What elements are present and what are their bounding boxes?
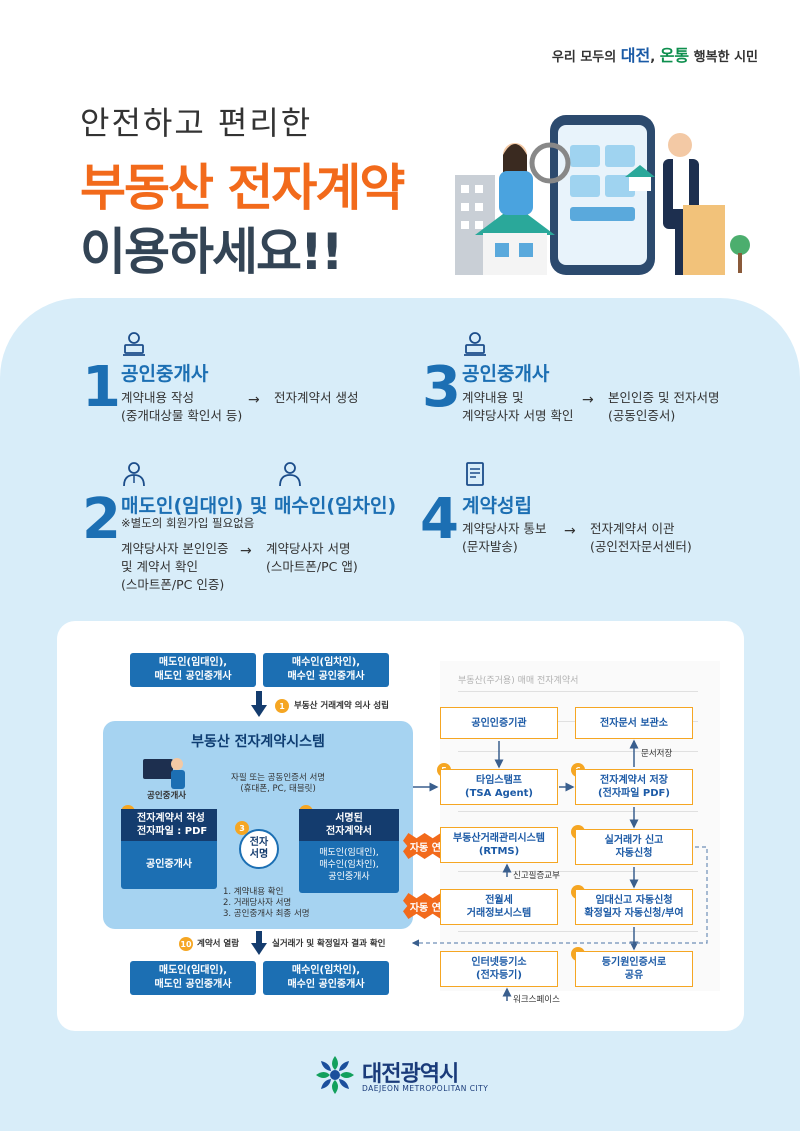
rtms-note: 신고필증교부 xyxy=(513,871,560,881)
registry-share-box: 등기원인증서로 공유 xyxy=(575,951,693,987)
system-title: 부동산 전자계약시스템 xyxy=(191,734,325,750)
slogan-daejeon: 대전 xyxy=(620,46,651,65)
hero-title: 부동산 전자계약 xyxy=(80,159,405,217)
hero-title-2: 이용하세요!! xyxy=(80,223,344,281)
step-title: 매도인(임대인) 및 매수인(임차인) xyxy=(121,495,397,517)
arrow-down-icon xyxy=(251,691,267,717)
slogan-ontong: 온통 xyxy=(659,46,690,65)
step-left-line-3: (스마트폰/PC 인증) xyxy=(121,577,225,592)
seller-person-icon xyxy=(123,462,145,487)
logo-subtext: DAEJEON METROPOLITAN CITY xyxy=(362,1084,489,1093)
arrow-right-icon: → xyxy=(248,392,260,408)
rent-info-box: 전월세 거래정보시스템 xyxy=(440,889,558,925)
rtms-box: 부동산거래관리시스템 (RTMS) xyxy=(440,827,558,863)
contract-draft-head: 전자계약서 작성 전자파일 : PDF xyxy=(121,809,217,841)
agent-laptop-icon xyxy=(123,332,145,356)
badge-10: 10 xyxy=(179,937,193,951)
top-seller-box: 매도인(임대인), 매도인 공인중개사 xyxy=(130,653,256,687)
step-number: 3 xyxy=(422,355,461,420)
slogan: 우리 모두의 대전, 온통 행복한 시민 xyxy=(552,42,758,66)
step-number: 4 xyxy=(420,487,459,552)
arrow-down-icon xyxy=(251,931,267,955)
sign-note: 자필 또는 공동인증서 서명 (휴대폰, PC, 태블릿) xyxy=(231,773,326,794)
arrow-right-icon: → xyxy=(582,392,594,408)
step-left-line-1: 계약당사자 통보 xyxy=(462,521,547,536)
daejeon-emblem-icon xyxy=(316,1056,354,1094)
archive-note: 문서저장 xyxy=(641,749,673,759)
step-left-line-2: (문자발송) xyxy=(462,539,518,554)
auth-agency-box: 공인인증기관 xyxy=(440,707,558,739)
archive-box: 전자문서 보관소 xyxy=(575,707,693,739)
slogan-mid: , xyxy=(650,50,660,65)
contract-draft-box: 전자계약서 작성 전자파일 : PDF 공인중개사 xyxy=(121,809,217,889)
step-right-line-2: (공동인증서) xyxy=(608,408,676,423)
step1-label: 부동산 거래계약 의사 성립 xyxy=(294,701,389,711)
step-right-line-1: 전자계약서 생성 xyxy=(274,390,359,405)
contract-document-icon xyxy=(466,462,484,486)
step-title: 공인중개사 xyxy=(121,363,209,385)
arrow-right-icon: → xyxy=(564,523,576,539)
agent-laptop-icon xyxy=(464,332,486,356)
step-title: 계약성립 xyxy=(462,495,532,517)
bottom-buyer-box: 매수인(임차인), 매수인 공인중개사 xyxy=(263,961,389,995)
result-label: 실거래가 및 확정일자 결과 확인 xyxy=(272,939,386,949)
agent-computer-icon xyxy=(143,758,185,789)
step-right-line-1: 전자계약서 이관 xyxy=(590,521,675,536)
save-contract-box: 전자계약서 저장 (전자파일 PDF) xyxy=(575,769,693,805)
step-left-line-2: 계약당사자 서명 확인 xyxy=(462,408,574,423)
step-left-line-2: (중개대상물 확인서 등) xyxy=(121,408,243,423)
arrow-right-icon: → xyxy=(240,543,252,559)
contract-draft-body: 공인중개사 xyxy=(146,859,192,870)
step-left-line-1: 계약내용 및 xyxy=(462,390,524,405)
tsa-box: 타임스탬프 (TSA Agent) xyxy=(440,769,558,805)
checks-list: 1. 계약내용 확인 2. 거래당사자 서명 3. 공인중개사 최종 서명 xyxy=(223,887,310,919)
badge-3: 3 xyxy=(235,821,249,835)
e-sign-circle: 전자 서명 xyxy=(239,829,279,869)
step-right-line-2: (스마트폰/PC 앱) xyxy=(266,559,358,574)
step-right-line-2: (공인전자문서센터) xyxy=(590,539,692,554)
lease-report-box: 임대신고 자동신청 확정일자 자동신청/부여 xyxy=(575,889,693,925)
iros-note: 워크스페이스 xyxy=(513,995,560,1005)
e-contract-system-box: 부동산 전자계약시스템 공인중개사 자필 또는 공동인증서 서명 (휴대폰, P… xyxy=(103,721,413,929)
signed-contract-body: 매도인(임대인), 매수인(임차인), 공인중개사 xyxy=(319,848,379,882)
step-right-line-1: 본인인증 및 전자서명 xyxy=(608,390,720,405)
step-title: 공인중개사 xyxy=(462,363,550,385)
signed-contract-head: 서명된 전자계약서 xyxy=(299,809,399,841)
step-left-line-1: 계약당사자 본인인증 xyxy=(121,541,229,556)
buyer-person-icon xyxy=(279,462,301,487)
step10-label: 계약서 열람 xyxy=(197,939,240,949)
internet-registry-box: 인터넷등기소 (전자등기) xyxy=(440,951,558,987)
top-buyer-box: 매수인(임차인), 매수인 공인중개사 xyxy=(263,653,389,687)
hero-illustration xyxy=(455,115,750,275)
step-left-line-1: 계약내용 작성 xyxy=(121,390,194,405)
badge-1: 1 xyxy=(275,699,289,713)
step-note: ※별도의 회원가입 필요없음 xyxy=(121,516,255,530)
signed-contract-box: 서명된 전자계약서 매도인(임대인), 매수인(임차인), 공인중개사 xyxy=(299,809,399,893)
price-report-box: 실거래가 신고 자동신청 xyxy=(575,829,693,865)
agent-label: 공인중개사 xyxy=(147,791,187,801)
hero-subtitle: 안전하고 편리한 xyxy=(80,104,313,142)
logo-text: 대전광역시 xyxy=(362,1062,459,1087)
daejeon-logo: 대전광역시 DAEJEON METROPOLITAN CITY xyxy=(314,1052,489,1100)
step-right-line-1: 계약당사자 서명 xyxy=(266,541,351,556)
process-flow-diagram: 부동산(주거용) 매매 전자계약서 매도인(임대인), 매도인 공인중개사 매수… xyxy=(57,621,744,1031)
step-number: 2 xyxy=(82,487,121,552)
step-left-line-2: 및 계약서 확인 xyxy=(121,559,198,574)
doc-title: 부동산(주거용) 매매 전자계약서 xyxy=(458,676,579,686)
slogan-pre: 우리 모두의 xyxy=(551,50,621,65)
slogan-post: 행복한 시민 xyxy=(689,50,758,65)
step-number: 1 xyxy=(82,355,121,420)
bottom-seller-box: 매도인(임대인), 매도인 공인중개사 xyxy=(130,961,256,995)
